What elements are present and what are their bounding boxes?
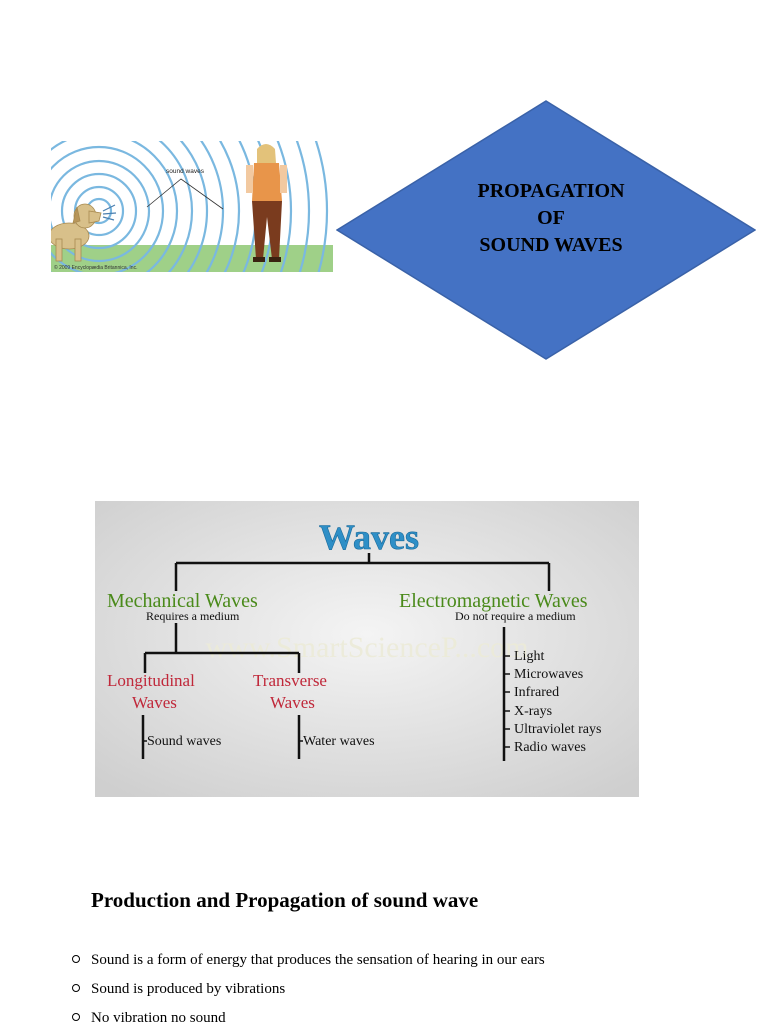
- list-item: Sound is a form of energy that produces …: [72, 948, 545, 977]
- em-example-item: Ultraviolet rays: [514, 722, 601, 737]
- diamond-title-line-2: OF: [537, 207, 565, 229]
- connector-lines: [141, 553, 551, 761]
- list-item: Sound is produced by vibrations: [72, 977, 545, 1006]
- waves-classification-diagram: www.SmartScienceP...com Waves Mechanical…: [95, 501, 639, 797]
- bark-lines: [102, 204, 117, 221]
- diagram-root-label: Waves: [319, 517, 419, 557]
- bullet-circle-icon: [72, 955, 80, 963]
- transverse-example: Water waves: [303, 734, 375, 749]
- bullet-text: Sound is a form of energy that produces …: [91, 952, 545, 968]
- diamond-title-line-1: PROPAGATION: [477, 180, 625, 202]
- diagram-background: [95, 501, 639, 797]
- transverse-waves-line-1: Transverse: [253, 671, 327, 690]
- copyright-text: © 2009 Encyclopædia Britannica, Inc.: [54, 264, 137, 271]
- em-example-item: Infrared: [514, 685, 559, 700]
- list-item: No vibration no sound: [72, 1006, 545, 1035]
- bullet-list: Sound is a form of energy that produces …: [72, 948, 545, 1035]
- longitudinal-waves-line-1: Longitudinal: [107, 671, 195, 690]
- em-tick-marks: [143, 655, 510, 748]
- diamond-shape: [336, 100, 756, 360]
- longitudinal-example: Sound waves: [147, 734, 221, 749]
- bullet-circle-icon: [72, 984, 80, 992]
- title-diamond: [336, 100, 756, 360]
- em-example-item: Light: [514, 649, 544, 664]
- mechanical-waves-subtitle: Requires a medium: [146, 609, 240, 623]
- diamond-title: PROPAGATION OF SOUND WAVES: [456, 178, 646, 259]
- electromagnetic-waves-subtitle: Do not require a medium: [455, 609, 576, 623]
- electromagnetic-examples-list: Light Microwaves Infrared X-rays Ultravi…: [514, 649, 601, 755]
- bullet-text: No vibration no sound: [91, 1010, 226, 1026]
- em-example-item: Radio waves: [514, 740, 586, 755]
- em-example-item: Microwaves: [514, 667, 583, 682]
- mechanical-waves-title: Mechanical Waves: [107, 590, 258, 612]
- em-example-item: X-rays: [514, 704, 552, 719]
- diagram-watermark: www.SmartScienceP...com: [206, 631, 529, 664]
- transverse-waves-line-2: Waves: [270, 693, 315, 712]
- section-title: Production and Propagation of sound wave: [91, 888, 479, 912]
- electromagnetic-waves-title: Electromagnetic Waves: [399, 590, 588, 612]
- diamond-title-line-3: SOUND WAVES: [479, 234, 623, 256]
- sound-waves-label: sound waves: [166, 168, 205, 175]
- dog-figure: [51, 203, 102, 262]
- bullet-circle-icon: [72, 1013, 80, 1021]
- person-figure: [246, 144, 287, 262]
- bullet-text: Sound is produced by vibrations: [91, 981, 286, 997]
- longitudinal-waves-line-2: Waves: [132, 693, 177, 712]
- sound-waves-illustration: sound waves © 2009 Encyclopædia Britanni…: [51, 141, 333, 272]
- sound-waves-callout: sound waves: [146, 168, 224, 210]
